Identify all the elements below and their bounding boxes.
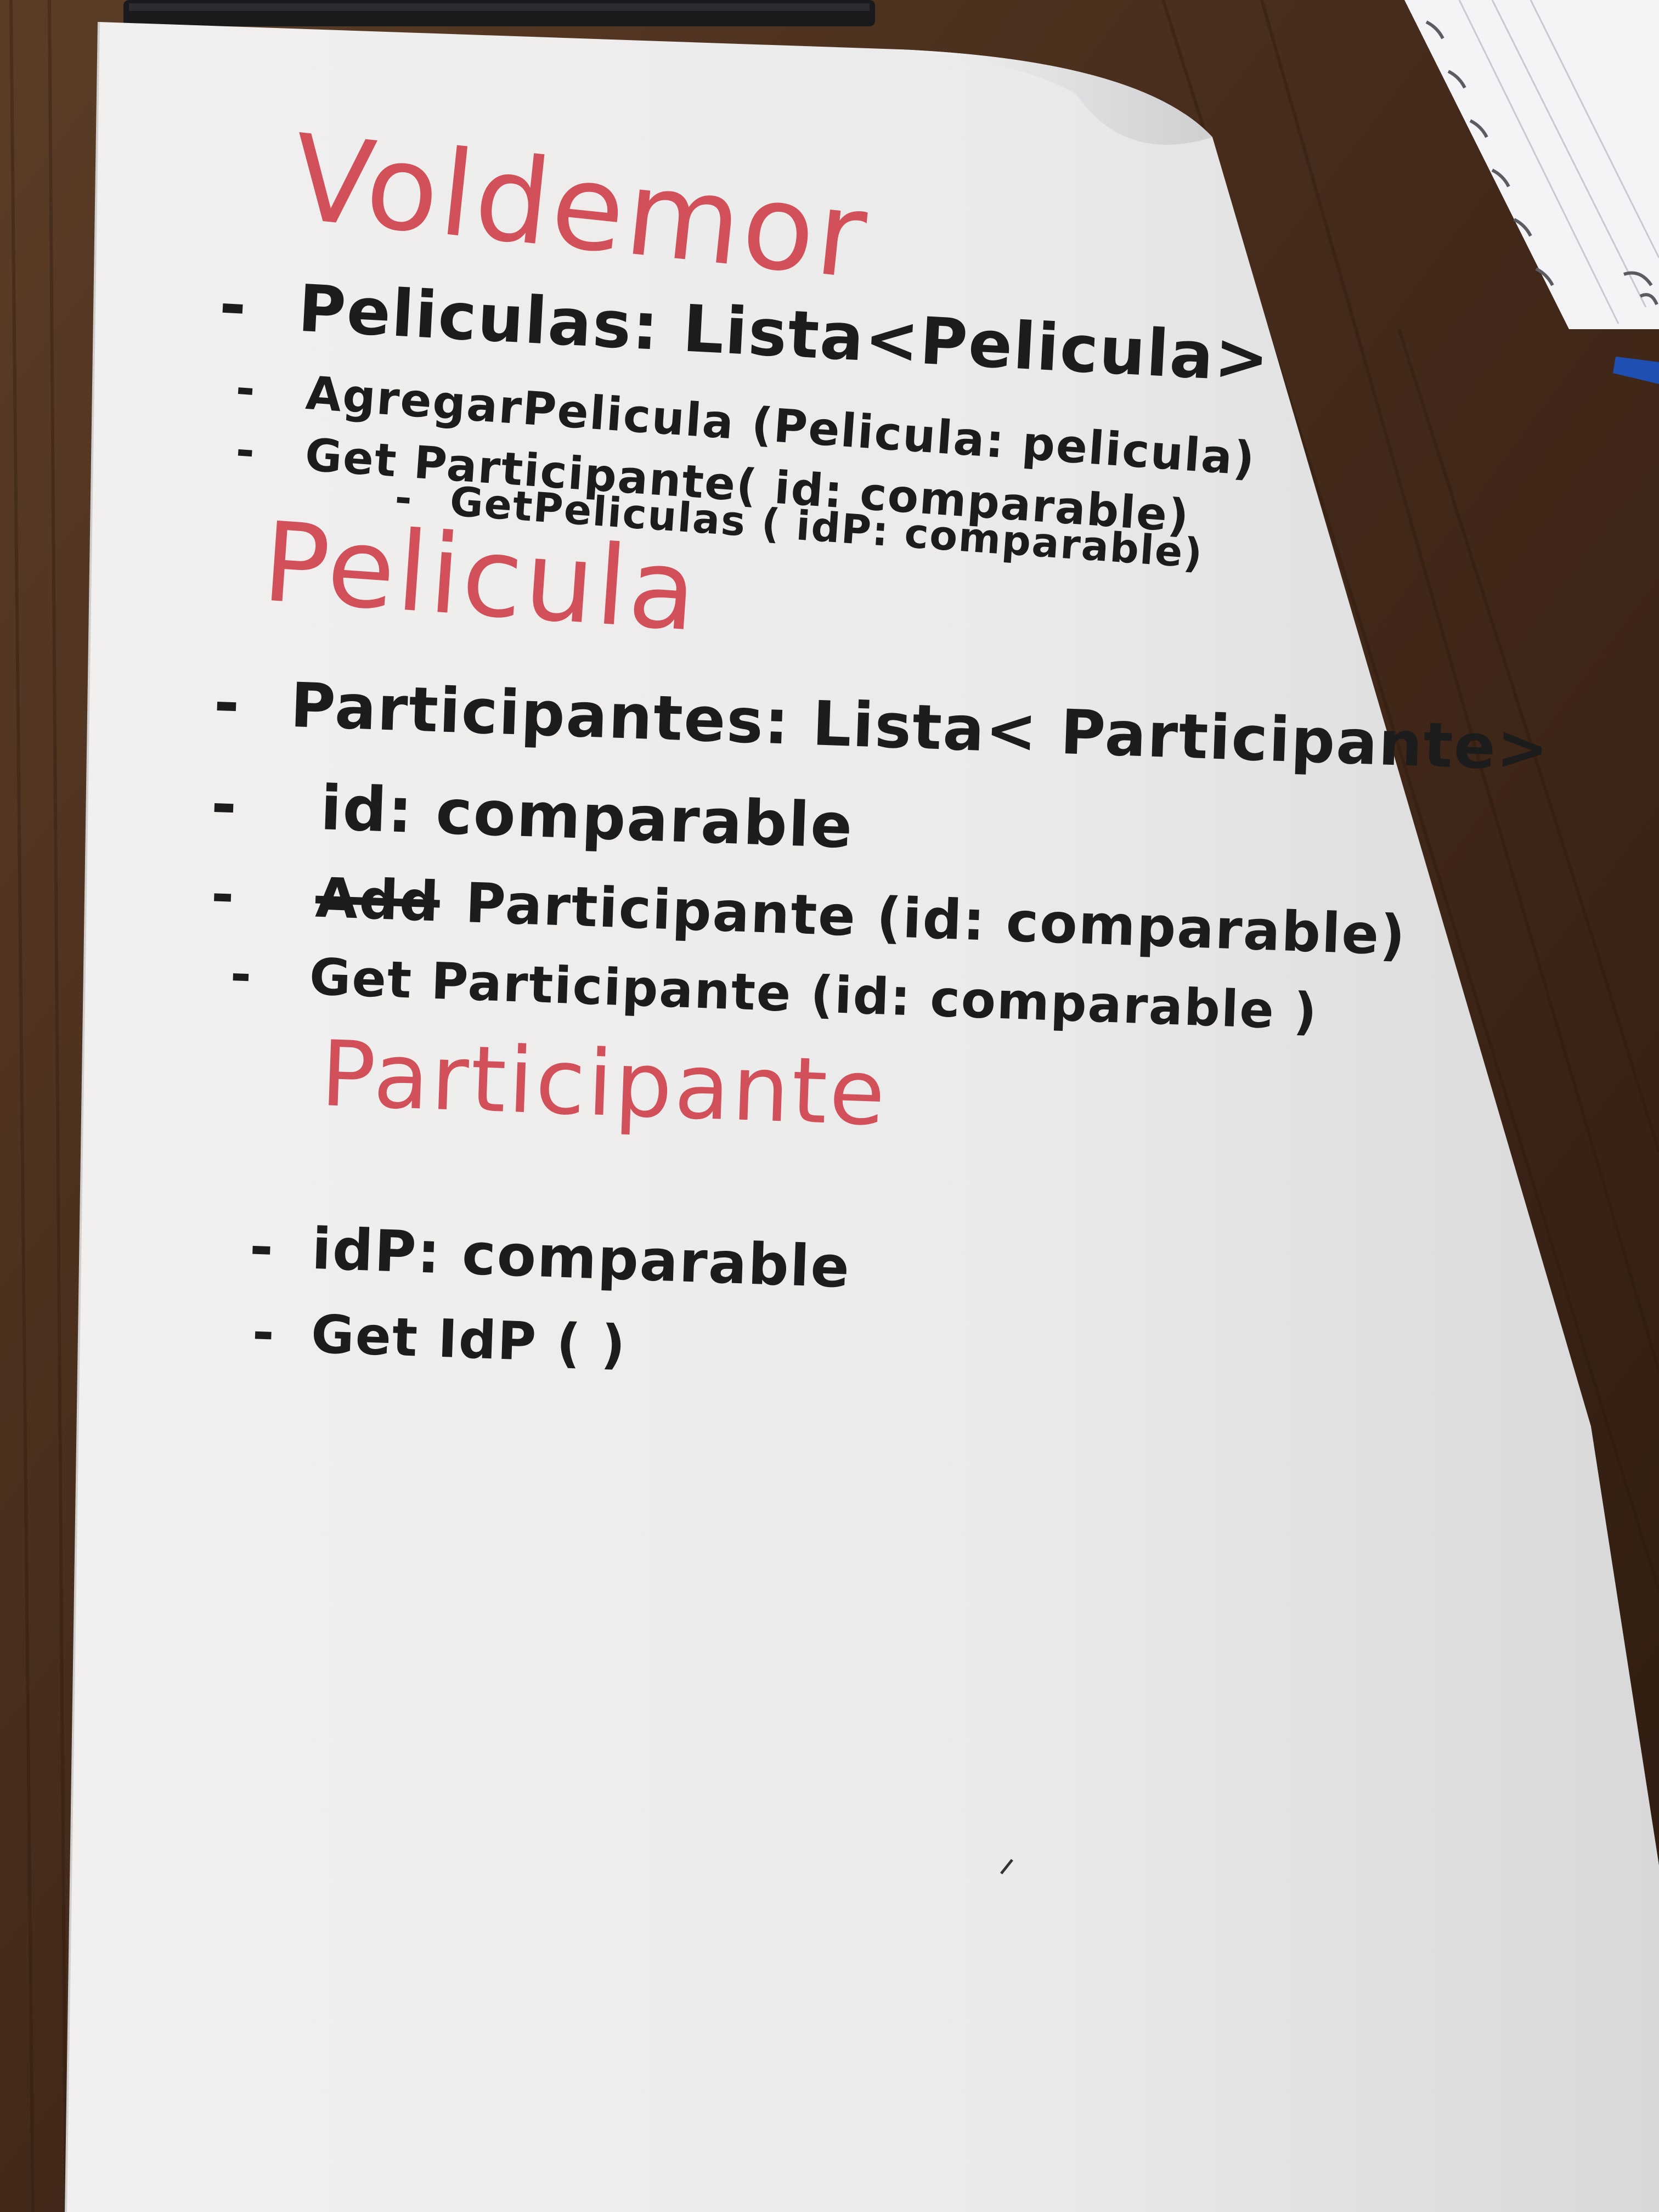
list-dash: - [212,667,242,740]
list-item-text: Get IdP ( ) [310,1303,628,1376]
list-dash: - [217,266,250,343]
list-dash: - [251,1301,276,1364]
section-title-pelicula: Pelicula [258,498,703,657]
pen-mark [1000,1859,1013,1875]
list-dash: - [210,769,239,841]
list-dash: - [234,424,258,478]
section-title-participante: Participante [319,1021,889,1146]
list-dash: - [210,862,236,927]
list-dash: - [248,1213,276,1281]
struck-text: Add [314,865,441,934]
list-dash: - [229,945,254,1005]
list-dash: - [234,361,258,416]
blue-pen [1613,357,1659,384]
paper-sheet [65,21,1659,2212]
laptop [123,0,875,26]
spiral-notebook [1404,0,1659,329]
